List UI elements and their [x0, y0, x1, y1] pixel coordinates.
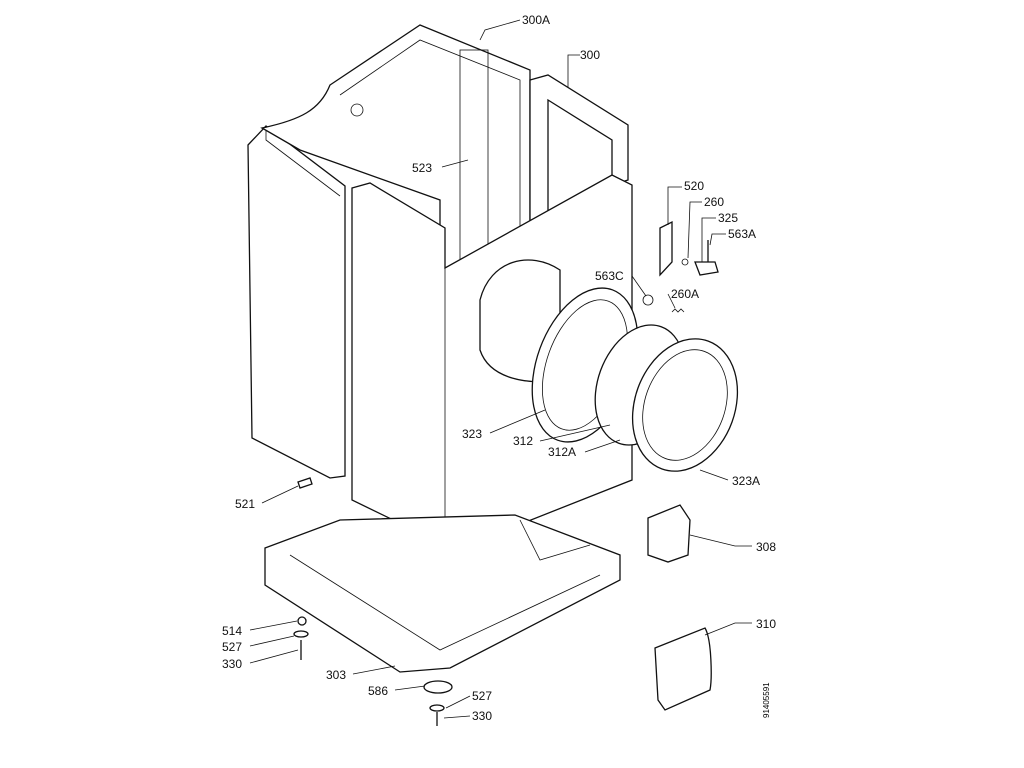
callout-330: 330 — [222, 657, 243, 671]
callout-563c: 563C — [595, 269, 624, 283]
callout-523: 523 — [412, 161, 433, 175]
side-panel-left — [247, 125, 346, 479]
callout-260a: 260A — [671, 287, 700, 301]
callout-514: 514 — [222, 624, 243, 638]
callout-325: 325 — [718, 211, 739, 225]
callout-323: 323 — [462, 427, 483, 441]
callout-308: 308 — [756, 540, 777, 554]
callout-300a: 300A — [522, 13, 551, 27]
callout-563a: 563A — [728, 227, 757, 241]
callout-330-foot: 330 — [472, 709, 493, 723]
callout-323a: 323A — [732, 474, 761, 488]
callout-310: 310 — [756, 617, 777, 631]
callout-300: 300 — [580, 48, 601, 62]
latch-parts — [642, 220, 719, 313]
callout-303: 303 — [326, 668, 347, 682]
callout-586: 586 — [368, 684, 389, 698]
document-number: 91405591 — [762, 682, 771, 718]
callout-312: 312 — [513, 434, 534, 448]
callout-520: 520 — [684, 179, 705, 193]
callout-527: 527 — [222, 640, 243, 654]
hinge-308 — [647, 504, 691, 563]
door-assembly — [531, 287, 739, 472]
callout-527-foot: 527 — [472, 689, 493, 703]
callout-312a: 312A — [548, 445, 577, 459]
callout-521: 521 — [235, 497, 256, 511]
feet-and-screws — [293, 477, 453, 726]
base-frame-303 — [264, 514, 621, 673]
leader-lines — [249, 19, 752, 719]
flap-310 — [654, 627, 712, 711]
callout-260: 260 — [704, 195, 725, 209]
